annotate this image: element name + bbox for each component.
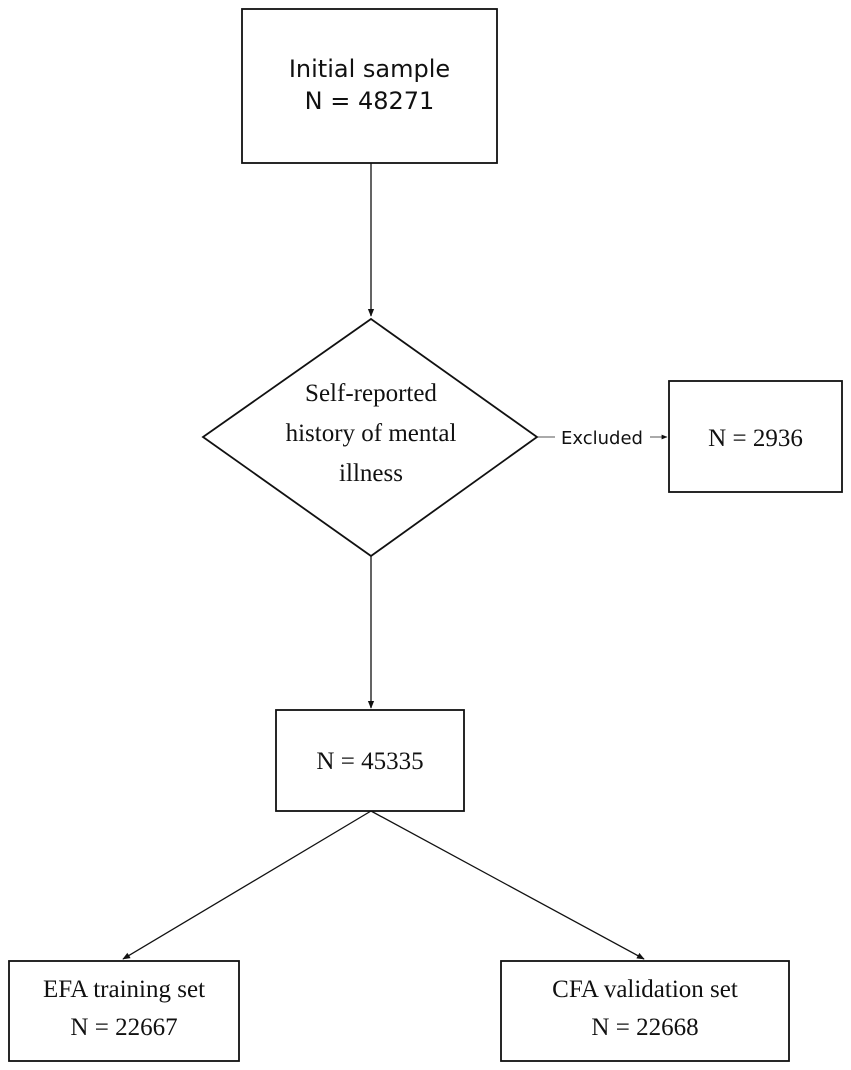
efa-label: EFA training set: [43, 976, 205, 1003]
initial-sample-label: Initial sample: [289, 55, 450, 83]
remaining-node: N = 45335: [275, 709, 465, 812]
excluded-edge-label: Excluded: [561, 428, 643, 449]
decision-label-line1: Self-reported: [305, 380, 437, 407]
decision-node: Self-reported history of mental illness: [201, 317, 539, 558]
cfa-count: N = 22668: [591, 1014, 698, 1041]
excluded-count: N = 2936: [708, 425, 803, 452]
initial-sample-node: Initial sample N = 48271: [241, 8, 498, 164]
cfa-node: CFA validation set N = 22668: [500, 960, 790, 1062]
remaining-count: N = 45335: [316, 748, 423, 775]
initial-sample-count: N = 48271: [305, 87, 435, 115]
decision-label-line2: history of mental: [286, 420, 457, 447]
excluded-node: N = 2936: [668, 380, 843, 493]
efa-count: N = 22667: [70, 1014, 177, 1041]
edge-remaining-to-cfa: [370, 810, 645, 960]
cfa-label: CFA validation set: [552, 976, 738, 1003]
decision-label-line3: illness: [339, 460, 403, 487]
edge-remaining-to-efa: [122, 810, 372, 960]
efa-node: EFA training set N = 22667: [8, 960, 240, 1062]
